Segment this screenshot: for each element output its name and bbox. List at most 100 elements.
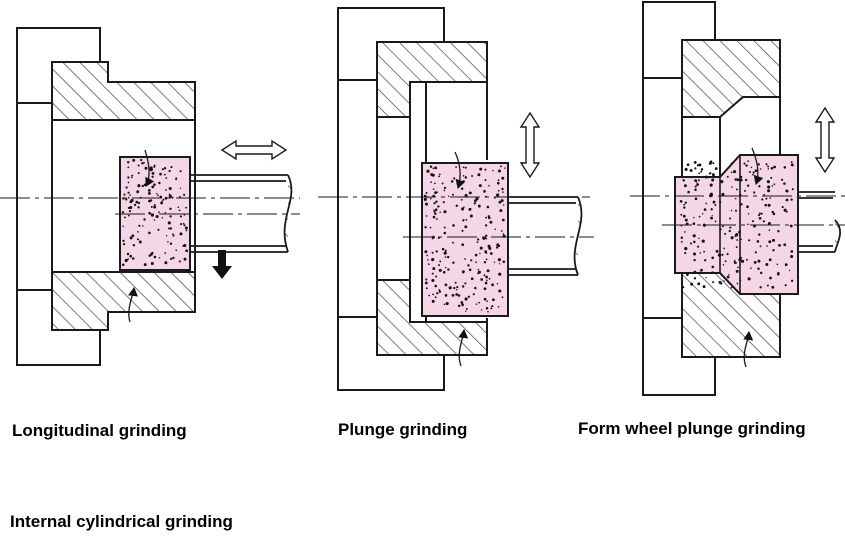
grit-dot [164,196,168,200]
grit-dot [474,253,478,257]
grit-dot [148,254,151,257]
grit-dot [705,202,708,205]
grit-dot [767,185,771,189]
grit-dot [185,229,188,232]
grit-dot [758,216,762,220]
grit-dot [453,177,456,180]
grit-dot [492,169,494,172]
grit-dot [485,252,488,255]
grit-dot [169,242,173,245]
grit-dot [771,285,775,289]
grit-dot [709,160,713,164]
grit-dot [129,236,133,240]
grit-dot [156,192,158,195]
grit-dot [718,280,722,284]
grit-dot [486,205,490,209]
grit-dot [136,200,139,203]
grit-dot [123,193,126,196]
grit-dot [710,208,713,211]
grit-dot [733,259,736,263]
grit-dot [684,201,687,204]
grit-dot [125,186,128,189]
grit-dot [783,243,787,247]
grit-dot [756,240,760,243]
grit-dot [161,168,164,171]
grit-dot [738,234,741,237]
grit-dot [140,158,143,162]
grit-dot [151,171,155,175]
grit-dot [434,296,437,299]
grit-dot [157,194,159,197]
grit-dot [436,191,438,194]
grit-dot [434,182,436,185]
grit-dot [714,220,717,223]
grit-dot [717,253,721,257]
grit-dot [747,223,749,226]
grit-dot [719,228,722,231]
grit-dot [452,224,455,227]
grit-dot [178,209,181,212]
grit-dot [777,230,780,233]
grit-dot [141,161,144,165]
grit-dot [747,212,750,215]
grit-dot [127,181,130,184]
grit-dot [462,180,465,183]
grit-dot [492,298,495,302]
grit-dot [153,183,156,186]
grit-dot [477,272,479,275]
grit-dot [442,201,445,204]
grit-dot [689,242,693,245]
grit-dot [737,266,739,269]
grit-dot [161,200,163,202]
grit-dot [703,250,705,253]
grit-dot [122,225,124,228]
grit-dot [137,184,141,188]
grit-dot [127,206,130,209]
grit-dot [483,190,486,193]
grit-dot [423,197,427,201]
grit-dot [698,237,700,240]
grit-dot [765,163,768,166]
grit-dot [444,294,448,297]
grit-dot [763,193,766,196]
grit-dot [500,165,502,168]
grit-dot [680,213,683,216]
wheel-grit [121,158,189,267]
grit-dot [696,183,700,186]
grit-dot [447,255,450,259]
grit-dot [153,165,156,168]
grit-dot [728,274,730,276]
grit-dot [499,209,503,213]
grit-dot [483,297,487,301]
grit-dot [179,232,183,236]
grit-dot [453,286,456,290]
grit-dot [730,286,733,289]
grit-dot [680,240,683,243]
workpiece-upper-wall [681,39,781,118]
grit-dot [767,189,771,193]
grit-dot [500,230,503,232]
grit-dot [168,186,172,191]
grit-dot [468,268,472,272]
grit-dot [479,167,483,171]
grit-dot [488,277,491,280]
spindle-shaft [798,191,835,253]
grit-dot [747,160,750,162]
grit-dot [496,282,499,285]
grit-dot [438,290,442,293]
grit-dot [150,262,154,265]
grit-dot [127,166,130,169]
grit-dot [783,208,787,212]
grit-dot [748,170,751,174]
grit-dot [179,170,182,173]
grit-dot [137,172,140,175]
grit-dot [683,203,686,206]
wheel-grit [423,165,506,313]
grit-dot [726,275,730,279]
grit-dot [700,268,703,272]
grit-dot [464,225,468,229]
grit-dot [432,293,434,296]
grit-dot [701,239,705,243]
grit-dot [452,261,455,264]
grit-dot [438,264,440,267]
